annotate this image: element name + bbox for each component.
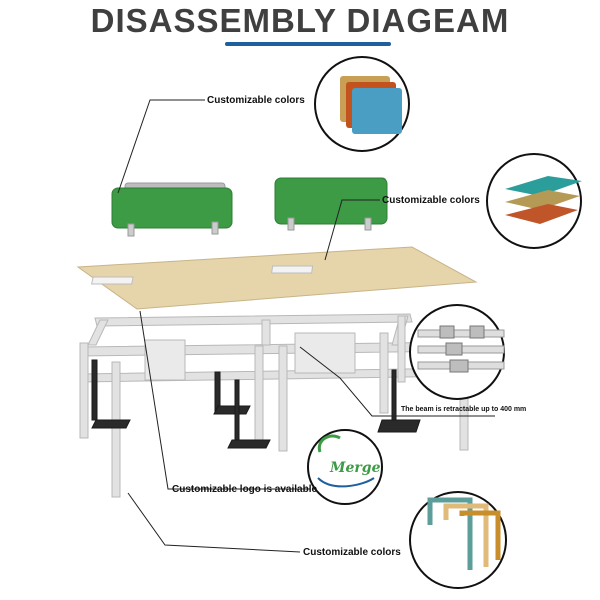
desk-frame [79,313,471,498]
grommet-right [271,265,314,274]
callout-beam-note: The beam is retractable up to 400 mm [401,406,527,413]
logo-circle [307,429,383,505]
callout-divider-colors: Customizable colors [207,95,305,106]
fabric-swatch-circle [314,56,410,152]
title-underline [225,42,391,46]
laminate-swatch-circle [486,153,582,249]
cpu-holders [91,359,421,449]
callout-frame-colors: Customizable colors [303,547,401,558]
desktop-panel [76,246,478,310]
beam-detail-circle [409,304,505,400]
divider-right [274,177,388,231]
divider-left [111,182,233,237]
callout-logo-note: Customizable logo is available [172,484,318,495]
logo-text: Merge [330,460,381,476]
page-title: DISASSEMBLY DIAGEAM [90,2,510,39]
grommet-left [91,276,134,285]
callout-top-colors: Customizable colors [382,195,480,206]
leader-lines [117,99,495,553]
frame-swatch-circle [409,491,507,589]
